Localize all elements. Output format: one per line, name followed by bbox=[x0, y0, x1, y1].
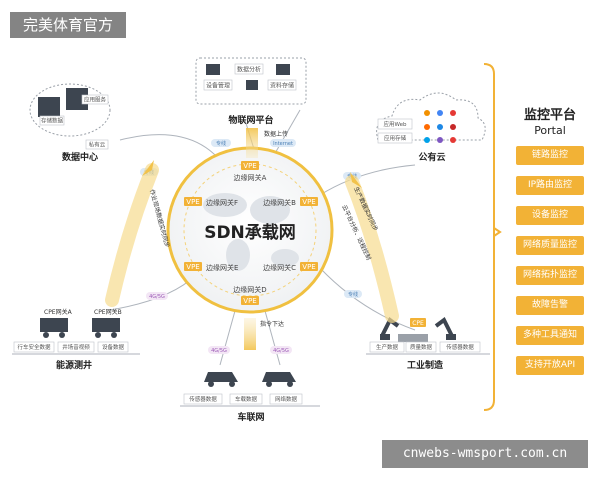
energy-label: 能源测井 bbox=[56, 359, 92, 371]
gateway-b: 边缘网关B bbox=[263, 198, 296, 207]
energy-data-2: 井场音视频 bbox=[62, 343, 90, 351]
cpe-tag bbox=[410, 318, 426, 327]
portal-item-topology[interactable]: 网络拓扑监控 bbox=[516, 266, 584, 285]
svg-text:VPE: VPE bbox=[302, 198, 315, 206]
server-icon bbox=[276, 64, 290, 75]
vehicle-data-3: 网络数据 bbox=[275, 395, 298, 403]
cloud-provider-logos bbox=[424, 110, 456, 143]
truck-icon bbox=[40, 318, 68, 332]
iot-link-left: 专线 bbox=[216, 140, 226, 147]
iot-data-analysis: 数据分析 bbox=[237, 66, 261, 74]
energy-logging: CPE网关A CPE网关B 4G/5G 行车安全数据 井场音视频 设备数据 能源… bbox=[12, 292, 168, 371]
dc-private-cloud: 私有云 bbox=[89, 141, 106, 149]
vpe-f: VPE bbox=[184, 197, 202, 206]
industry-data-3: 传感器数据 bbox=[446, 343, 474, 351]
dc-label: 数据中心 bbox=[62, 151, 98, 163]
sync-arrows bbox=[105, 160, 399, 323]
vpe-a: VPE bbox=[241, 161, 259, 170]
upload-arrow bbox=[246, 128, 258, 158]
svg-text:VPE: VPE bbox=[243, 297, 256, 305]
portal-item-network-quality[interactable]: 网络质量监控 bbox=[516, 236, 584, 255]
vehicle-data-2: 车载数据 bbox=[235, 395, 258, 403]
data-center: 应用服务 存储数据 私有云 数据中心 专线 bbox=[29, 83, 158, 176]
watermark-url: cnwebs-wmsport.com.cn bbox=[382, 440, 588, 468]
industry-link: 专线 bbox=[348, 291, 358, 298]
portal-item-ip-route-monitor[interactable]: IP路由监控 bbox=[516, 176, 584, 195]
server-rack-icon bbox=[66, 88, 88, 110]
energy-cpe-a: CPE网关A bbox=[44, 308, 73, 316]
energy-cpe-b: CPE网关B bbox=[94, 308, 122, 316]
gateway-c: 边缘网关C bbox=[263, 263, 296, 272]
portal-bracket bbox=[483, 63, 495, 411]
svg-text:VPE: VPE bbox=[186, 198, 199, 206]
vpe-nodes: VPE VPE VPE VPE VPE VPE bbox=[184, 161, 318, 305]
gateway-e: 边缘网关E bbox=[206, 263, 238, 272]
globe bbox=[168, 148, 332, 312]
industry-data-2: 质量数据 bbox=[410, 343, 433, 351]
iot-link-right: Internet bbox=[273, 141, 293, 147]
vehicle-label: 车联网 bbox=[237, 411, 264, 423]
vehicle-link-1: 4G/5G bbox=[211, 348, 227, 354]
iot-platform: 数据分析 设备管理 资料存储 物联网平台 专线 Internet 数据上传 bbox=[195, 57, 307, 158]
industry-manufacturing: CPE 生产数据 质量数据 传感器数据 工业制造 专线 bbox=[344, 290, 490, 371]
svg-text:VPE: VPE bbox=[302, 263, 315, 271]
energy-link: 4G/5G bbox=[149, 294, 165, 300]
portal-subtitle: Portal bbox=[534, 124, 566, 137]
world-map-dots bbox=[203, 193, 299, 271]
server-icon bbox=[206, 64, 220, 75]
svg-text:VPE: VPE bbox=[243, 162, 256, 170]
iot-device-mgmt: 设备管理 bbox=[206, 82, 230, 90]
gateway-labels: 边缘网关A 边缘网关F 边缘网关B 边缘网关E 边缘网关C 边缘网关D bbox=[206, 173, 296, 294]
cloud-app-storage: 应用存储 bbox=[384, 134, 407, 142]
energy-data-1: 行车安全数据 bbox=[17, 343, 51, 351]
gateway-d: 边缘网关D bbox=[233, 285, 266, 294]
portal-title: 监控平台 bbox=[523, 108, 576, 123]
industry-data-1: 生产数据 bbox=[376, 343, 399, 351]
vehicle-down-text: 指令下达 bbox=[260, 320, 284, 328]
car-icon bbox=[262, 372, 296, 382]
vpe-e: VPE bbox=[184, 262, 202, 271]
gateway-f: 边缘网关F bbox=[206, 198, 238, 207]
svg-text:CPE: CPE bbox=[412, 320, 424, 327]
server-icon bbox=[246, 80, 258, 90]
cloud-line bbox=[319, 164, 416, 196]
svg-text:VPE: VPE bbox=[186, 263, 199, 271]
portal-item-open-api[interactable]: 支持开放API bbox=[516, 356, 584, 375]
iot-label: 物联网平台 bbox=[228, 114, 273, 126]
command-arrow bbox=[244, 318, 256, 350]
public-cloud: 应用Web 应用存储 公有云 专线 bbox=[343, 92, 486, 180]
industry-label: 工业制造 bbox=[407, 359, 444, 371]
vehicle-network: 指令下达 4G/5G 4G/5G 传感器数据 车载数据 网络数据 车联网 bbox=[180, 318, 320, 423]
iot-asset-storage: 资料存储 bbox=[270, 82, 294, 90]
robot-arm-icon bbox=[434, 316, 454, 337]
dc-app-service: 应用服务 bbox=[84, 96, 107, 104]
portal-item-fault-alarm[interactable]: 故障告警 bbox=[516, 296, 584, 315]
vehicle-data-1: 传感器数据 bbox=[189, 395, 217, 403]
gateway-a: 边缘网关A bbox=[234, 173, 267, 182]
vpe-b: VPE bbox=[300, 197, 318, 206]
iot-upload-text: 数据上传 bbox=[264, 130, 288, 138]
portal-item-notify[interactable]: 多种工具通知 bbox=[516, 326, 584, 345]
server-rack-icon bbox=[38, 97, 60, 117]
vehicle-link-2: 4G/5G bbox=[273, 348, 289, 354]
energy-data-3: 设备数据 bbox=[102, 343, 125, 351]
portal-item-link-monitor[interactable]: 链路监控 bbox=[516, 146, 584, 165]
vpe-d: VPE bbox=[241, 296, 259, 305]
industry-line bbox=[319, 267, 416, 331]
car-icon bbox=[204, 372, 238, 382]
vpe-c: VPE bbox=[300, 262, 318, 271]
truck-icon bbox=[92, 318, 120, 332]
sdn-title: SDN承载网 bbox=[204, 222, 296, 243]
portal-item-device-monitor[interactable]: 设备监控 bbox=[516, 206, 584, 225]
cloud-label: 公有云 bbox=[418, 151, 445, 163]
watermark-title: 完美体育官方 bbox=[10, 12, 126, 38]
dc-data-storage: 存储数据 bbox=[41, 117, 64, 125]
cloud-app-web: 应用Web bbox=[384, 120, 407, 128]
